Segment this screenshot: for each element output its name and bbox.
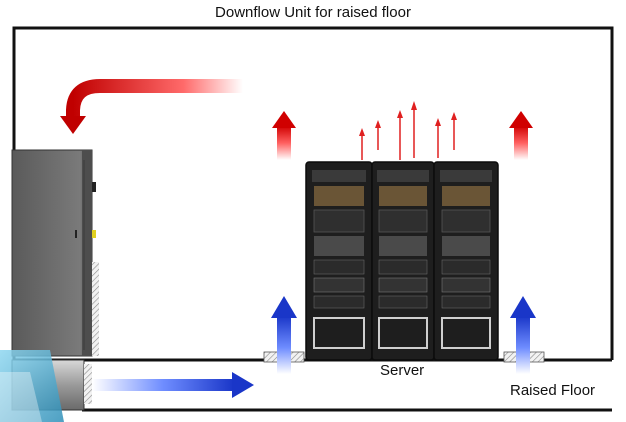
server-rack-1 (305, 161, 373, 361)
hot-rise-arrow-left (272, 111, 296, 160)
downflow-cooling-unit (11, 149, 99, 357)
server-rack-3 (433, 161, 499, 361)
cold-rise-arrow-right (510, 296, 536, 374)
hot-rise-arrow-right (509, 111, 533, 160)
server-rack-2 (371, 161, 435, 361)
cold-rise-arrow-left (271, 296, 297, 374)
hot-return-arrow (60, 79, 243, 134)
raised-floor-label: Raised Floor (510, 382, 596, 399)
exhaust-arrows (359, 101, 457, 160)
cold-supply-arrow (92, 372, 254, 398)
server-label: Server (380, 362, 425, 379)
diagram-title: Downflow Unit for raised floor (215, 4, 411, 21)
slide-corner-decoration (0, 350, 64, 422)
